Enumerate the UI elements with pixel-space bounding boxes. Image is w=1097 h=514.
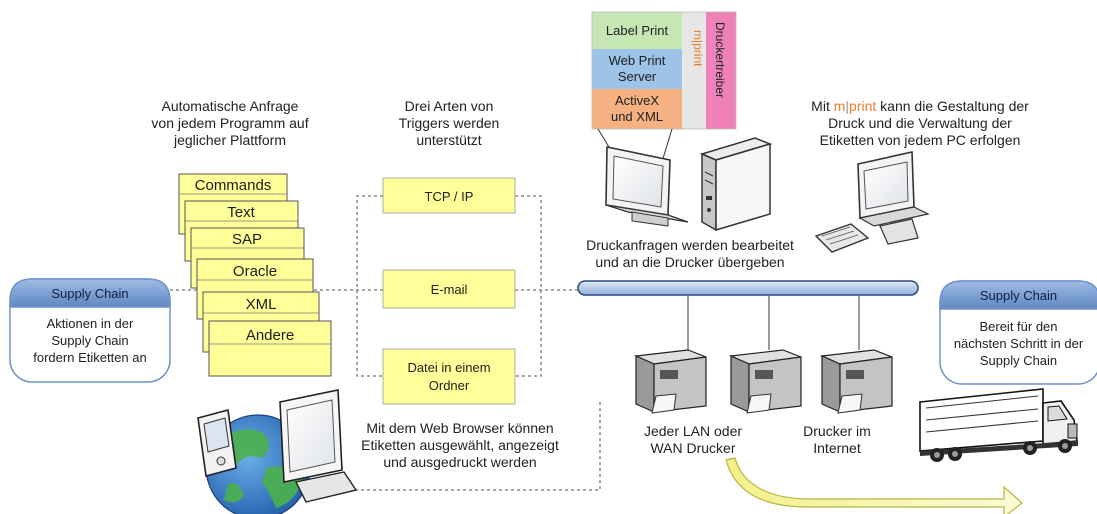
- note-sap-label: SAP: [232, 231, 262, 248]
- sources-heading: Automatische Anfrage von jedem Programm …: [151, 98, 309, 148]
- printer-icon-3: [819, 349, 893, 414]
- trigger-email-label: E-mail: [431, 282, 468, 297]
- note-commands-label: Commands: [195, 177, 272, 194]
- trigger-folder-box: [382, 348, 516, 405]
- stack-activex-1: ActiveX: [615, 93, 659, 108]
- note-andere-label: Andere: [246, 327, 294, 344]
- stack-driver-vertical: Druckertreiber: [713, 22, 727, 98]
- mprint-brand: m|print: [833, 98, 877, 114]
- trigger-tcp-label: TCP / IP: [425, 189, 474, 204]
- pc-caption: Mit m|print kann die Gestaltung der Druc…: [811, 98, 1029, 148]
- supply-left-title: Supply Chain: [51, 286, 129, 301]
- note-text-label: Text: [227, 204, 255, 221]
- source-notes-stack: [178, 173, 332, 377]
- truck-icon: [919, 388, 1078, 462]
- next-step-arrow: [725, 457, 1023, 514]
- server-caption: Druckanfragen werden bearbeitet und an d…: [586, 237, 794, 270]
- monitor-icon: [279, 389, 358, 503]
- client-pc-icon: [814, 151, 930, 253]
- note-oracle-label: Oracle: [233, 263, 277, 280]
- supply-chain-right-bubble: [939, 280, 1097, 385]
- stack-activex-2: und XML: [611, 109, 663, 124]
- trigger-folder-label-2: Ordner: [429, 378, 470, 393]
- note-xml-label: XML: [246, 296, 277, 313]
- supply-left-body: Aktionen in der Supply Chain fordern Eti…: [33, 316, 147, 365]
- network-bus: [577, 280, 919, 296]
- browser-caption: Mit dem Web Browser können Etiketten aus…: [361, 420, 559, 470]
- stack-label-print: Label Print: [606, 23, 669, 38]
- server-tower-icon: [699, 137, 773, 232]
- stack-web-print-2: Server: [618, 69, 657, 84]
- lan-caption: Jeder LAN oder WAN Drucker: [643, 423, 743, 456]
- connector-lines: [170, 195, 601, 491]
- supply-right-title: Supply Chain: [979, 288, 1058, 303]
- trigger-folder-label-1: Datei in einem: [407, 360, 490, 375]
- trigger-tcp-box: [382, 177, 516, 214]
- trigger-email-box: [382, 269, 516, 309]
- printer-icon-2: [728, 349, 802, 414]
- printer-drop-lines: [687, 295, 860, 350]
- printer-icon-1: [633, 349, 707, 414]
- triggers-heading: Drei Arten von Triggers werden unterstüt…: [398, 98, 500, 148]
- supply-right-body: Bereit für den nächsten Schritt in der S…: [953, 319, 1084, 368]
- stack-web-print-1: Web Print: [609, 53, 666, 68]
- stack-mprint-vertical: m|print: [691, 30, 705, 67]
- web-browser-icon: [197, 389, 358, 514]
- note-andere: [208, 320, 332, 377]
- server-monitor-icon: [605, 146, 689, 227]
- supply-chain-left-bubble: [9, 278, 171, 383]
- internet-caption: Drucker im Internet: [803, 423, 871, 456]
- software-stack: [591, 11, 737, 130]
